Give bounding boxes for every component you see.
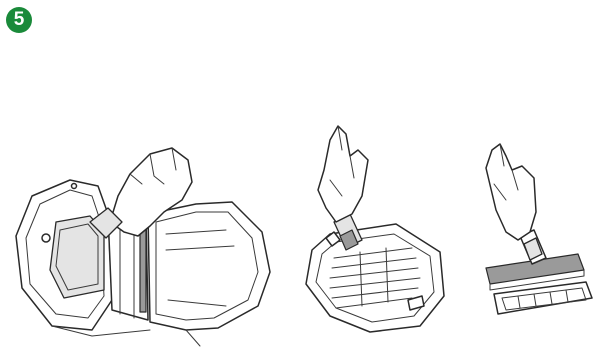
- filter-layers-hand-icon: [486, 144, 592, 314]
- filter-tray-hand-icon: [306, 126, 444, 332]
- robot-dustbin-open-icon: [16, 148, 270, 346]
